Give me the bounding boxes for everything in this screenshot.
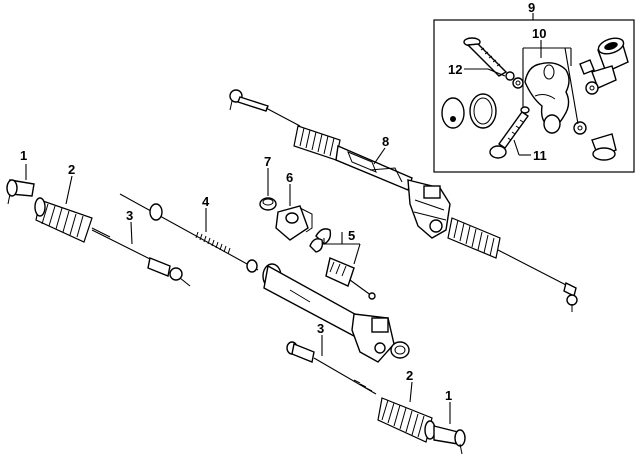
valve-6 bbox=[275, 205, 313, 241]
inner-tie-rod-left bbox=[91, 227, 191, 287]
bolt-11 bbox=[489, 106, 530, 159]
seals-pinion-5 bbox=[309, 228, 376, 300]
label-8: 8 bbox=[382, 134, 389, 149]
inset-box bbox=[433, 13, 635, 173]
label-2-left: 2 bbox=[68, 162, 75, 177]
rack-housing bbox=[262, 263, 410, 363]
rack-bar-4 bbox=[119, 193, 259, 273]
mounting-bracket bbox=[524, 62, 570, 134]
label-2-right: 2 bbox=[406, 368, 413, 383]
label-7: 7 bbox=[264, 154, 271, 169]
label-1-left: 1 bbox=[20, 148, 27, 163]
bushing-discs bbox=[441, 93, 497, 129]
right-bushing-assembly bbox=[573, 37, 629, 161]
bolt-12 bbox=[463, 37, 508, 77]
label-11: 11 bbox=[533, 148, 547, 163]
label-5: 5 bbox=[348, 228, 355, 243]
seal-7 bbox=[259, 197, 277, 211]
callout-lines bbox=[25, 147, 451, 424]
tie-rod-end-left bbox=[6, 179, 35, 205]
callout-labels: 1 2 3 4 5 6 7 8 9 10 11 12 3 2 1 bbox=[20, 0, 547, 403]
boot-left bbox=[34, 197, 93, 243]
label-12: 12 bbox=[448, 62, 462, 77]
label-1-right: 1 bbox=[445, 388, 452, 403]
rack-assembly-8 bbox=[229, 89, 578, 312]
label-4: 4 bbox=[202, 194, 210, 209]
label-9: 9 bbox=[528, 0, 535, 15]
label-3-right: 3 bbox=[317, 321, 324, 336]
label-10: 10 bbox=[532, 26, 546, 41]
label-6: 6 bbox=[286, 170, 293, 185]
label-3-left: 3 bbox=[126, 208, 133, 223]
tie-rod-end-right bbox=[433, 425, 466, 455]
boot-right bbox=[377, 397, 436, 443]
inner-tie-rod-right bbox=[286, 341, 377, 395]
